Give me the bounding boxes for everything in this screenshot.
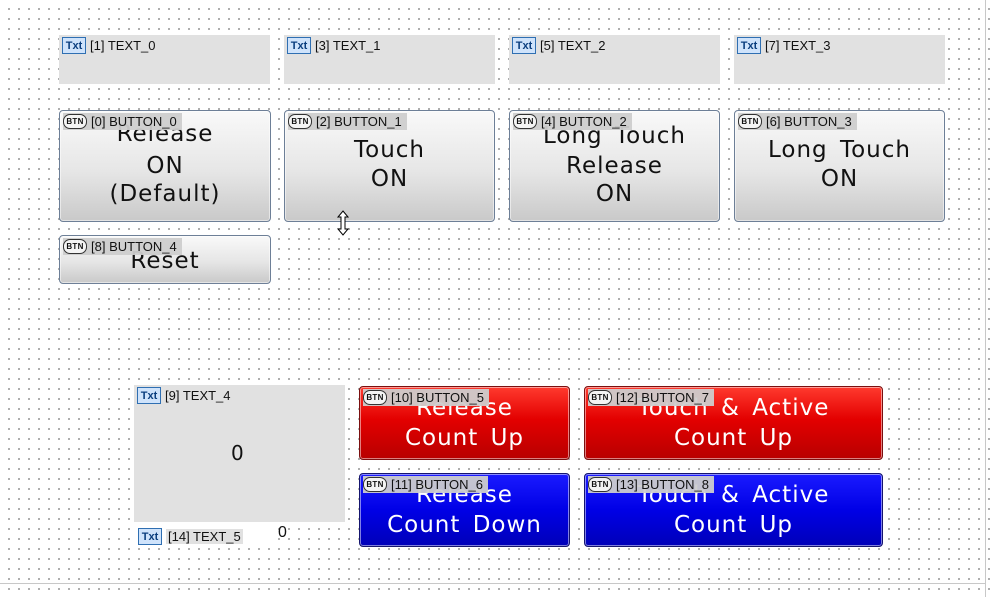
button-label-line: (Default) — [109, 181, 221, 207]
button-label-line: ON — [370, 166, 409, 192]
widget-id-label: [0] BUTTON_0 — [91, 114, 177, 129]
button-widget-button-0[interactable]: Release ON (Default) BTN [0] BUTTON_0 — [59, 110, 271, 222]
button-widget-button-2[interactable]: Long Touch Release ON BTN [4] BUTTON_2 — [509, 110, 720, 222]
button-widget-button-7[interactable]: Touch & Active Count Up BTN [12] BUTTON_… — [584, 386, 883, 460]
text-widget-text-1[interactable]: Txt [3] TEXT_1 — [284, 35, 495, 84]
widget-tag: BTN [13] BUTTON_8 — [588, 476, 714, 493]
txt-icon: Txt — [138, 528, 162, 545]
button-widget-button-3[interactable]: Long Touch ON BTN [6] BUTTON_3 — [734, 110, 945, 222]
button-label-line: ON — [146, 153, 184, 179]
widget-tag: BTN [6] BUTTON_3 — [738, 113, 857, 130]
button-label-line: Long Touch — [768, 137, 911, 163]
button-widget-button-8[interactable]: Touch & Active Count Up BTN [13] BUTTON_… — [584, 473, 883, 547]
counter-value: 0 — [231, 441, 244, 465]
widget-tag: BTN [12] BUTTON_7 — [588, 389, 714, 406]
button-widget-button-4[interactable]: Reset BTN [8] BUTTON_4 — [59, 235, 271, 284]
widget-tag: BTN [2] BUTTON_1 — [288, 113, 407, 130]
widget-id-label: [4] BUTTON_2 — [541, 114, 627, 129]
txt-icon: Txt — [287, 37, 311, 54]
widget-id-label: [7] TEXT_3 — [765, 38, 831, 53]
widget-id-label: [2] BUTTON_1 — [316, 114, 402, 129]
btn-icon: BTN — [588, 390, 612, 405]
button-label-line: ON — [820, 166, 859, 192]
widget-tag: BTN [8] BUTTON_4 — [63, 238, 182, 255]
txt-icon: Txt — [512, 37, 536, 54]
widget-id-label: [10] BUTTON_5 — [391, 390, 484, 405]
canvas-border — [985, 0, 986, 597]
button-label-line: ON — [595, 181, 634, 207]
btn-icon: BTN — [288, 114, 312, 129]
canvas-border — [0, 583, 986, 584]
widget-id-label: [6] BUTTON_3 — [766, 114, 852, 129]
widget-tag: Txt [9] TEXT_4 — [137, 387, 236, 404]
btn-icon: BTN — [63, 114, 87, 129]
widget-id-label: [9] TEXT_4 — [165, 388, 231, 403]
btn-icon: BTN — [63, 239, 87, 254]
text-5-value: 0 — [278, 524, 287, 541]
button-label-line: Count Up — [673, 425, 794, 451]
button-label-line: Release — [566, 153, 663, 179]
widget-tag: Txt [3] TEXT_1 — [287, 37, 386, 54]
txt-icon: Txt — [62, 37, 86, 54]
button-label-line: Count Up — [404, 425, 525, 451]
widget-id-label: [8] BUTTON_4 — [91, 239, 177, 254]
widget-tag: Txt [14] TEXT_5 — [138, 528, 248, 545]
widget-id-label: [1] TEXT_0 — [90, 38, 156, 53]
btn-icon: BTN — [363, 390, 387, 405]
text-widget-text-0[interactable]: Txt [1] TEXT_0 — [59, 35, 270, 84]
widget-tag: Txt [1] TEXT_0 — [62, 37, 161, 54]
widget-id-label: [12] BUTTON_7 — [616, 390, 709, 405]
widget-tag: BTN [10] BUTTON_5 — [363, 389, 489, 406]
button-widget-button-1[interactable]: Touch ON BTN [2] BUTTON_1 — [284, 110, 495, 222]
text-widget-text-3[interactable]: Txt [7] TEXT_3 — [734, 35, 945, 84]
widget-tag: Txt [5] TEXT_2 — [512, 37, 611, 54]
widget-id-label: [3] TEXT_1 — [315, 38, 381, 53]
button-widget-button-5[interactable]: Release Count Up BTN [10] BUTTON_5 — [359, 386, 570, 460]
widget-tag: BTN [0] BUTTON_0 — [63, 113, 182, 130]
widget-id-label: [11] BUTTON_6 — [391, 477, 483, 492]
btn-icon: BTN — [513, 114, 537, 129]
widget-tag: BTN [4] BUTTON_2 — [513, 113, 632, 130]
text-widget-text-5[interactable]: Txt [14] TEXT_5 — [136, 526, 276, 546]
widget-tag: BTN [11] BUTTON_6 — [363, 476, 488, 493]
button-label-line: Count Down — [387, 512, 542, 538]
txt-icon: Txt — [137, 387, 161, 404]
txt-icon: Txt — [737, 37, 761, 54]
widget-id-label: [14] TEXT_5 — [166, 529, 243, 544]
button-widget-button-6[interactable]: Release Count Down BTN [11] BUTTON_6 — [359, 473, 570, 547]
widget-id-label: [13] BUTTON_8 — [616, 477, 709, 492]
text-widget-text-2[interactable]: Txt [5] TEXT_2 — [509, 35, 720, 84]
btn-icon: BTN — [588, 477, 612, 492]
btn-icon: BTN — [363, 477, 387, 492]
widget-tag: Txt [7] TEXT_3 — [737, 37, 836, 54]
text-widget-text-4[interactable]: Txt [9] TEXT_4 0 — [134, 385, 345, 522]
btn-icon: BTN — [738, 114, 762, 129]
button-label-line: Count Up — [673, 512, 794, 538]
button-label-line: Touch — [353, 137, 425, 163]
resize-vertical-cursor-icon — [336, 210, 350, 236]
widget-id-label: [5] TEXT_2 — [540, 38, 606, 53]
